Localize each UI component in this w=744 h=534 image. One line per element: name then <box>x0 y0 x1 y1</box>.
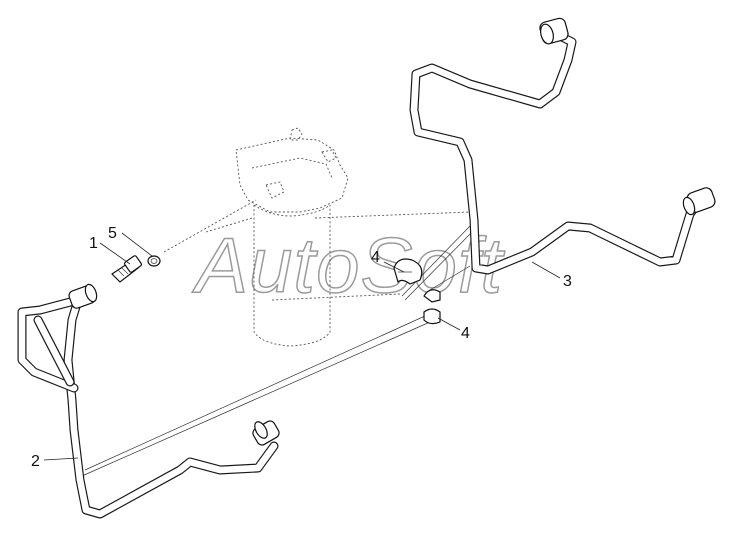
callout-4-upper: 4 <box>371 249 380 266</box>
bracket-lines <box>81 225 476 477</box>
clamp-upper <box>393 258 423 285</box>
seal-ring-part-5 <box>147 255 161 267</box>
leader-lines <box>43 199 561 461</box>
callouts: 1 5 2 3 4 4 <box>31 225 572 470</box>
callout-1: 1 <box>89 235 98 252</box>
callout-4-lower: 4 <box>461 325 470 342</box>
callout-3: 3 <box>563 273 572 290</box>
callout-2: 2 <box>31 453 40 470</box>
tube-3 <box>409 17 716 275</box>
fitting-part-1 <box>111 255 142 283</box>
ghost-filter-assembly <box>205 127 471 347</box>
callout-5: 5 <box>108 225 117 242</box>
tube-2 <box>17 283 280 519</box>
clamp-lower <box>423 289 441 325</box>
watermark: AutoSoft <box>192 221 506 309</box>
